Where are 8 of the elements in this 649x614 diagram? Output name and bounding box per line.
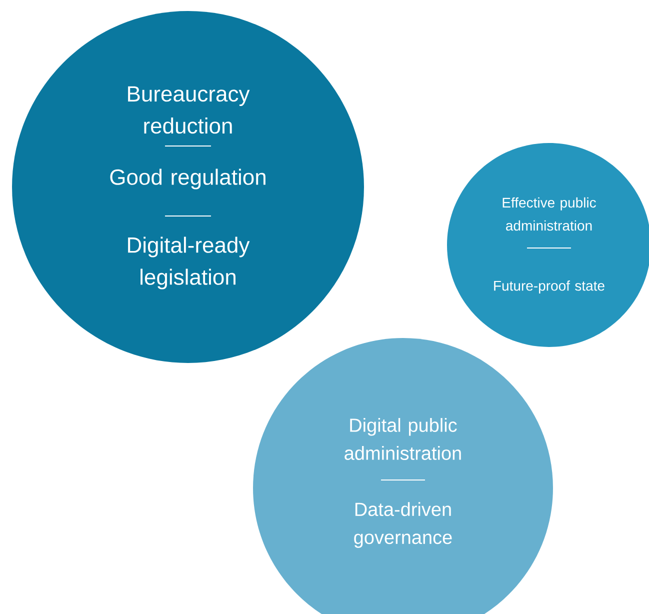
circle-text: Bureaucracy reduction <box>128 86 250 134</box>
circle-text: Digital public administration <box>344 418 461 460</box>
circle-text: Data-driven governance <box>354 502 452 548</box>
circle-text: Future-proof state <box>494 280 604 294</box>
topic-circle <box>12 11 364 363</box>
circle-text: Good regulation <box>110 168 266 190</box>
circle-text: Effective public administration <box>502 197 596 231</box>
circle-text: Digital-ready legislation <box>128 236 250 290</box>
